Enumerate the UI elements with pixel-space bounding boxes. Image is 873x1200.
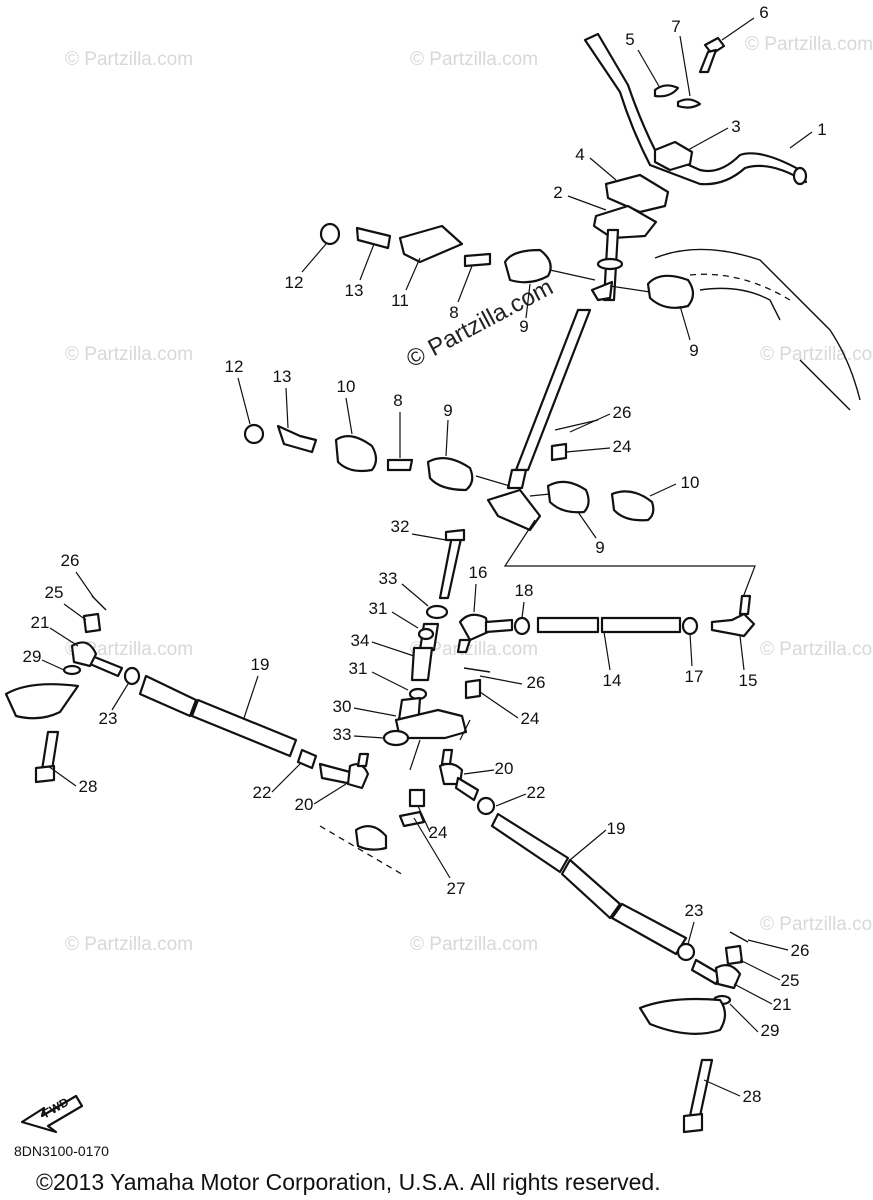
callout-30: 30 — [333, 697, 352, 716]
callout-26: 26 — [791, 941, 810, 960]
callout-23: 23 — [685, 901, 704, 920]
handlebar — [583, 32, 808, 186]
callout-10: 10 — [337, 377, 356, 396]
callout-29: 29 — [761, 1021, 780, 1040]
callout-24: 24 — [613, 437, 632, 456]
callout-12: 12 — [285, 273, 304, 292]
watermark-layer: © Partzilla.com © Partzilla.com © Partzi… — [65, 34, 873, 955]
callout-9: 9 — [595, 538, 604, 557]
callout-3: 3 — [731, 117, 740, 136]
callout-28: 28 — [743, 1087, 762, 1106]
watermark: © Partzilla.com — [410, 49, 538, 70]
fwd-arrow-icon: FWD — [20, 1095, 84, 1134]
callout-21: 21 — [773, 995, 792, 1014]
upper-link-parts — [319, 222, 695, 309]
callout-1: 1 — [817, 120, 826, 139]
callout-34: 34 — [351, 631, 370, 650]
callout-11: 11 — [391, 291, 409, 310]
center-hardware — [398, 667, 491, 828]
callout-27: 27 — [447, 879, 466, 898]
callout-25: 25 — [781, 971, 800, 990]
watermark: © Partzilla.com — [745, 34, 873, 55]
callout-20: 20 — [295, 795, 314, 814]
callout-33: 33 — [333, 725, 352, 744]
handlebar-clamp-parts — [592, 36, 726, 240]
callout-9: 9 — [519, 317, 528, 336]
watermark-center: © Partzilla.com — [402, 274, 557, 374]
callout-24: 24 — [521, 709, 540, 728]
right-tie-rod — [456, 594, 756, 654]
center-pivot-parts — [382, 528, 471, 771]
watermark: © Partzilla.com — [65, 344, 193, 365]
copyright-text: ©2013 Yamaha Motor Corporation, U.S.A. A… — [36, 1169, 661, 1195]
callout-21: 21 — [31, 613, 50, 632]
watermark: © Partzilla.com — [760, 639, 873, 660]
callout-13: 13 — [273, 367, 292, 386]
watermark: © Partzilla.com — [65, 639, 193, 660]
callout-28: 28 — [79, 777, 98, 796]
callout-31: 31 — [349, 659, 368, 678]
callout-2: 2 — [553, 183, 562, 202]
callout-22: 22 — [253, 783, 272, 802]
watermark: © Partzilla.com — [760, 344, 873, 365]
right-lower-tie-rod — [476, 796, 749, 1134]
callout-25: 25 — [45, 583, 64, 602]
callout-24: 24 — [429, 823, 448, 842]
watermark: © Partzilla.com — [65, 934, 193, 955]
callout-9: 9 — [443, 401, 452, 420]
callout-18: 18 — [515, 581, 534, 600]
callout-20: 20 — [495, 759, 514, 778]
callout-33: 33 — [379, 569, 398, 588]
callout-31: 31 — [369, 599, 388, 618]
callout-26: 26 — [527, 673, 546, 692]
callout-26: 26 — [61, 551, 80, 570]
callout-32: 32 — [391, 517, 410, 536]
callout-14: 14 — [603, 671, 622, 690]
callout-17: 17 — [685, 667, 704, 686]
callout-10: 10 — [681, 473, 700, 492]
callout-4: 4 — [575, 145, 584, 164]
callout-26: 26 — [613, 403, 632, 422]
left-tie-rod — [4, 595, 318, 784]
callout-8: 8 — [393, 391, 402, 410]
callout-16: 16 — [469, 563, 488, 582]
leader-lines — [41, 17, 813, 1097]
callout-22: 22 — [527, 783, 546, 802]
callout-19: 19 — [251, 655, 270, 674]
lower-rod-ends — [318, 748, 480, 802]
callout-6: 6 — [759, 3, 768, 22]
callout-7: 7 — [671, 17, 680, 36]
middle-link-parts — [243, 419, 655, 522]
callout-13: 13 — [345, 281, 364, 300]
callout-15: 15 — [739, 671, 758, 690]
callout-9: 9 — [689, 341, 698, 360]
assembly-line — [503, 519, 756, 601]
watermark: © Partzilla.com — [65, 49, 193, 70]
callout-layer: 1 2 3 4 5 6 7 8 8 9 9 9 9 10 10 11 12 12… — [23, 3, 827, 1106]
callout-12: 12 — [225, 357, 244, 376]
frame-outline — [654, 248, 861, 411]
steering-column — [486, 228, 624, 532]
callout-29: 29 — [23, 647, 42, 666]
callout-23: 23 — [99, 709, 118, 728]
watermark: © Partzilla.com — [410, 934, 538, 955]
callout-19: 19 — [607, 819, 626, 838]
knuckle-lower-center — [319, 825, 406, 877]
watermark: © Partzilla.com — [760, 914, 873, 935]
callout-8: 8 — [449, 303, 458, 322]
diagram-code: 8DN3100-0170 — [14, 1143, 109, 1159]
callout-5: 5 — [625, 30, 634, 49]
watermark: © Partzilla.com — [410, 639, 538, 660]
